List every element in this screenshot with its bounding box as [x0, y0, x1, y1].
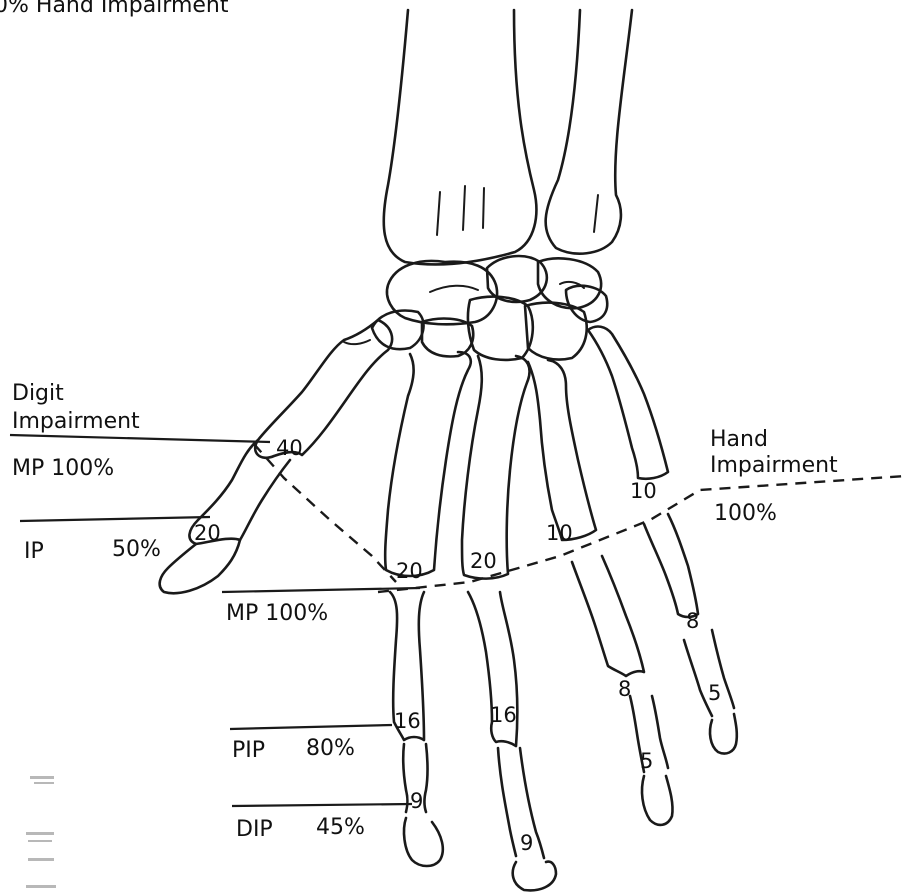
label-finger-dip-value: 45% [316, 815, 365, 840]
value-little-mp: 10 [630, 479, 657, 503]
value-little-pip: 8 [686, 609, 699, 633]
label-finger-dip-name: DIP [236, 817, 273, 842]
scan-smudges [26, 776, 56, 888]
header-text: 0% Hand Impairment [0, 0, 229, 18]
value-index-dip: 9 [410, 789, 423, 813]
heading-digit: Digit [12, 381, 64, 406]
rule-finger-pip [230, 725, 392, 729]
value-middle-pip: 16 [490, 703, 517, 727]
label-finger-mp: MP 100% [226, 601, 328, 626]
carpal-bones [372, 256, 607, 360]
heading-hand: Hand [710, 427, 768, 452]
value-ring-mp: 10 [546, 521, 573, 545]
radius-bone [384, 10, 537, 264]
thumb-dashed-line [254, 444, 396, 582]
label-thumb-ip-name: IP [24, 539, 44, 564]
label-thumb-mp: MP 100% [12, 456, 114, 481]
value-ring-dip: 5 [640, 749, 653, 773]
value-index-mp: 20 [396, 559, 423, 583]
value-thumb-phalanx: 20 [194, 521, 221, 545]
label-thumb-ip-value: 50% [112, 537, 161, 562]
value-middle-mp: 20 [470, 549, 497, 573]
rule-thumb-ip [20, 517, 210, 521]
value-index-pip: 16 [394, 709, 421, 733]
ulna-bone [546, 10, 632, 254]
index-finger-bones [385, 352, 471, 866]
value-little-dip: 5 [708, 681, 721, 705]
value-middle-dip: 9 [520, 831, 533, 855]
value-thumb-metacarpal: 40 [276, 436, 303, 460]
label-finger-pip-name: PIP [232, 738, 265, 763]
heading-impairment: Impairment [12, 409, 140, 434]
rule-heading-digit [10, 435, 270, 442]
label-finger-pip-value: 80% [306, 736, 355, 761]
heading-hand-impairment: Impairment [710, 453, 838, 478]
value-ring-pip: 8 [618, 677, 631, 701]
rule-finger-dip [232, 804, 412, 806]
label-hand-value: 100% [714, 501, 777, 526]
